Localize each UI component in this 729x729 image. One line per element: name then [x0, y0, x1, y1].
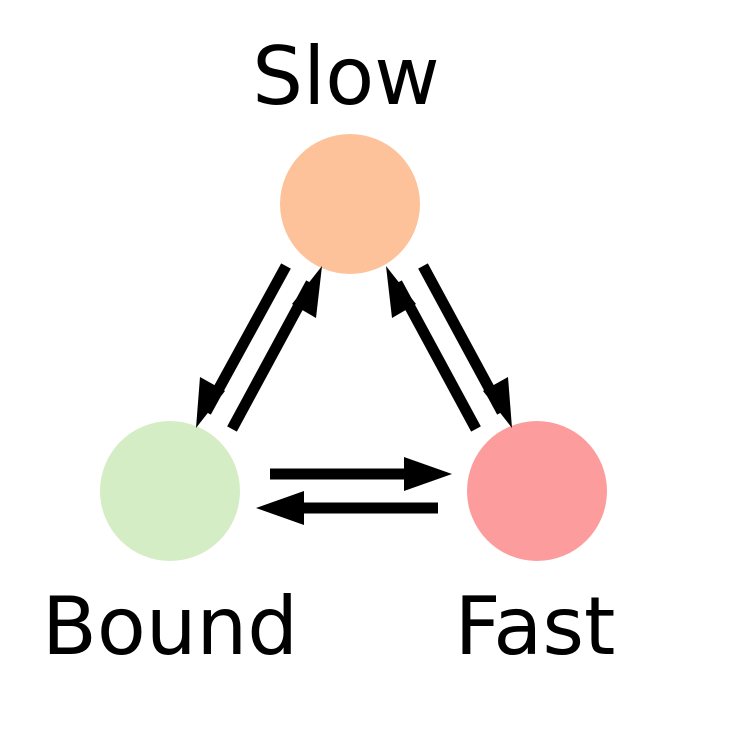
arrow-fast-to-slow — [386, 266, 481, 432]
label-bound: Bound — [42, 580, 298, 673]
arrow-bound-to-slow — [227, 266, 322, 432]
node-bound — [100, 421, 240, 561]
arrow-bound-to-fast — [270, 457, 452, 491]
label-slow: Slow — [252, 30, 439, 123]
label-fast: Fast — [455, 580, 616, 673]
node-slow — [280, 134, 420, 274]
arrow-slow-to-fast — [418, 263, 512, 428]
arrow-fast-to-bound — [256, 491, 438, 525]
node-fast — [467, 421, 607, 561]
arrow-slow-to-bound — [196, 263, 291, 428]
